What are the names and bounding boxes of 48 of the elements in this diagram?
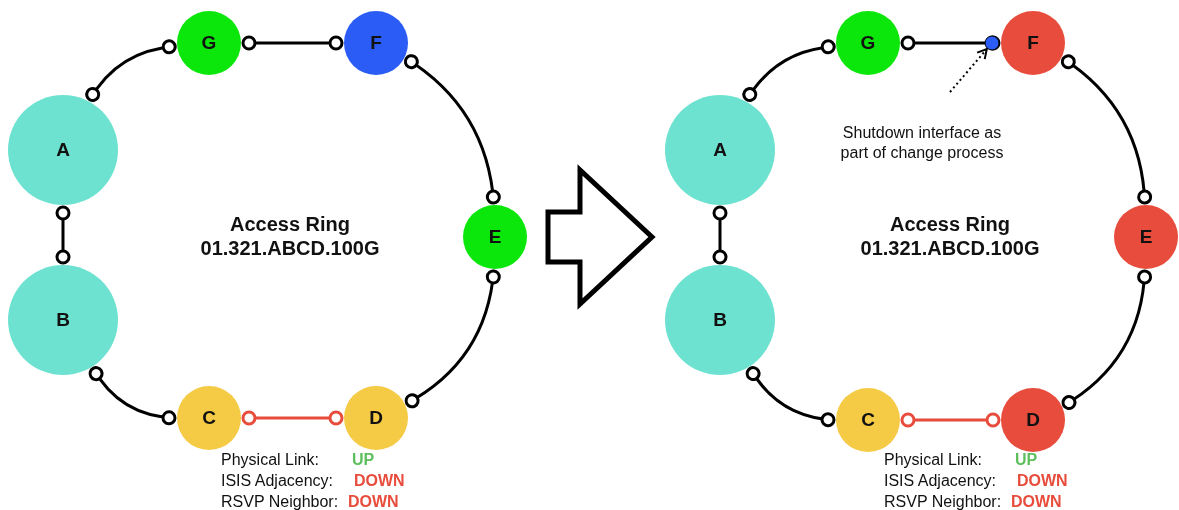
link-line bbox=[85, 39, 177, 103]
link-line bbox=[1061, 269, 1152, 410]
router-circle: C bbox=[836, 388, 900, 452]
link-line bbox=[900, 412, 1001, 428]
leader-line bbox=[949, 48, 988, 93]
link-line bbox=[745, 366, 836, 427]
router-circle: A bbox=[8, 95, 118, 205]
router-circle: A bbox=[665, 95, 775, 205]
ring-title: Access Ring bbox=[889, 214, 1011, 234]
link-line bbox=[404, 269, 501, 409]
status-value: UP bbox=[1015, 450, 1038, 470]
status-label: RSVP Neighbor: bbox=[221, 492, 339, 510]
link-line bbox=[712, 205, 728, 265]
router-circle: G bbox=[177, 11, 241, 75]
status-label: ISIS Adjacency: bbox=[221, 471, 334, 491]
ring-title: 01.321.ABCD.100G bbox=[860, 238, 1040, 258]
block-arrow bbox=[545, 164, 656, 310]
status-value: DOWN bbox=[354, 471, 405, 491]
router-circle: B bbox=[8, 265, 118, 375]
status-label: RSVP Neighbor: bbox=[884, 492, 1002, 510]
router-circle: C bbox=[177, 386, 241, 450]
link-line bbox=[742, 39, 836, 103]
router-circle: F bbox=[344, 11, 408, 75]
link-line bbox=[900, 35, 1001, 51]
link-line bbox=[403, 54, 501, 205]
link-line bbox=[1060, 54, 1152, 205]
ring-title: Access Ring bbox=[229, 214, 351, 234]
link-line bbox=[55, 205, 71, 265]
ring-title: 01.321.ABCD.100G bbox=[200, 238, 380, 258]
link-line bbox=[241, 35, 344, 51]
router-circle: E bbox=[1114, 205, 1178, 269]
link-line bbox=[241, 410, 344, 426]
status-value: UP bbox=[352, 450, 375, 470]
status-value: DOWN bbox=[1017, 471, 1068, 491]
status-value: DOWN bbox=[348, 492, 399, 510]
link-line bbox=[88, 366, 177, 426]
router-circle: E bbox=[463, 205, 527, 269]
status-value: DOWN bbox=[1011, 492, 1062, 510]
router-circle: B bbox=[665, 265, 775, 375]
router-circle: G bbox=[836, 11, 900, 75]
status-label: Physical Link: bbox=[221, 450, 319, 470]
status-label: Physical Link: bbox=[884, 450, 982, 470]
router-circle: F bbox=[1001, 11, 1065, 75]
annotation-text: Shutdown interface as part of change process bbox=[827, 123, 1017, 163]
router-circle: D bbox=[344, 386, 408, 450]
interface-dot bbox=[984, 35, 1000, 51]
status-label: ISIS Adjacency: bbox=[884, 471, 997, 491]
router-circle: D bbox=[1001, 388, 1065, 452]
